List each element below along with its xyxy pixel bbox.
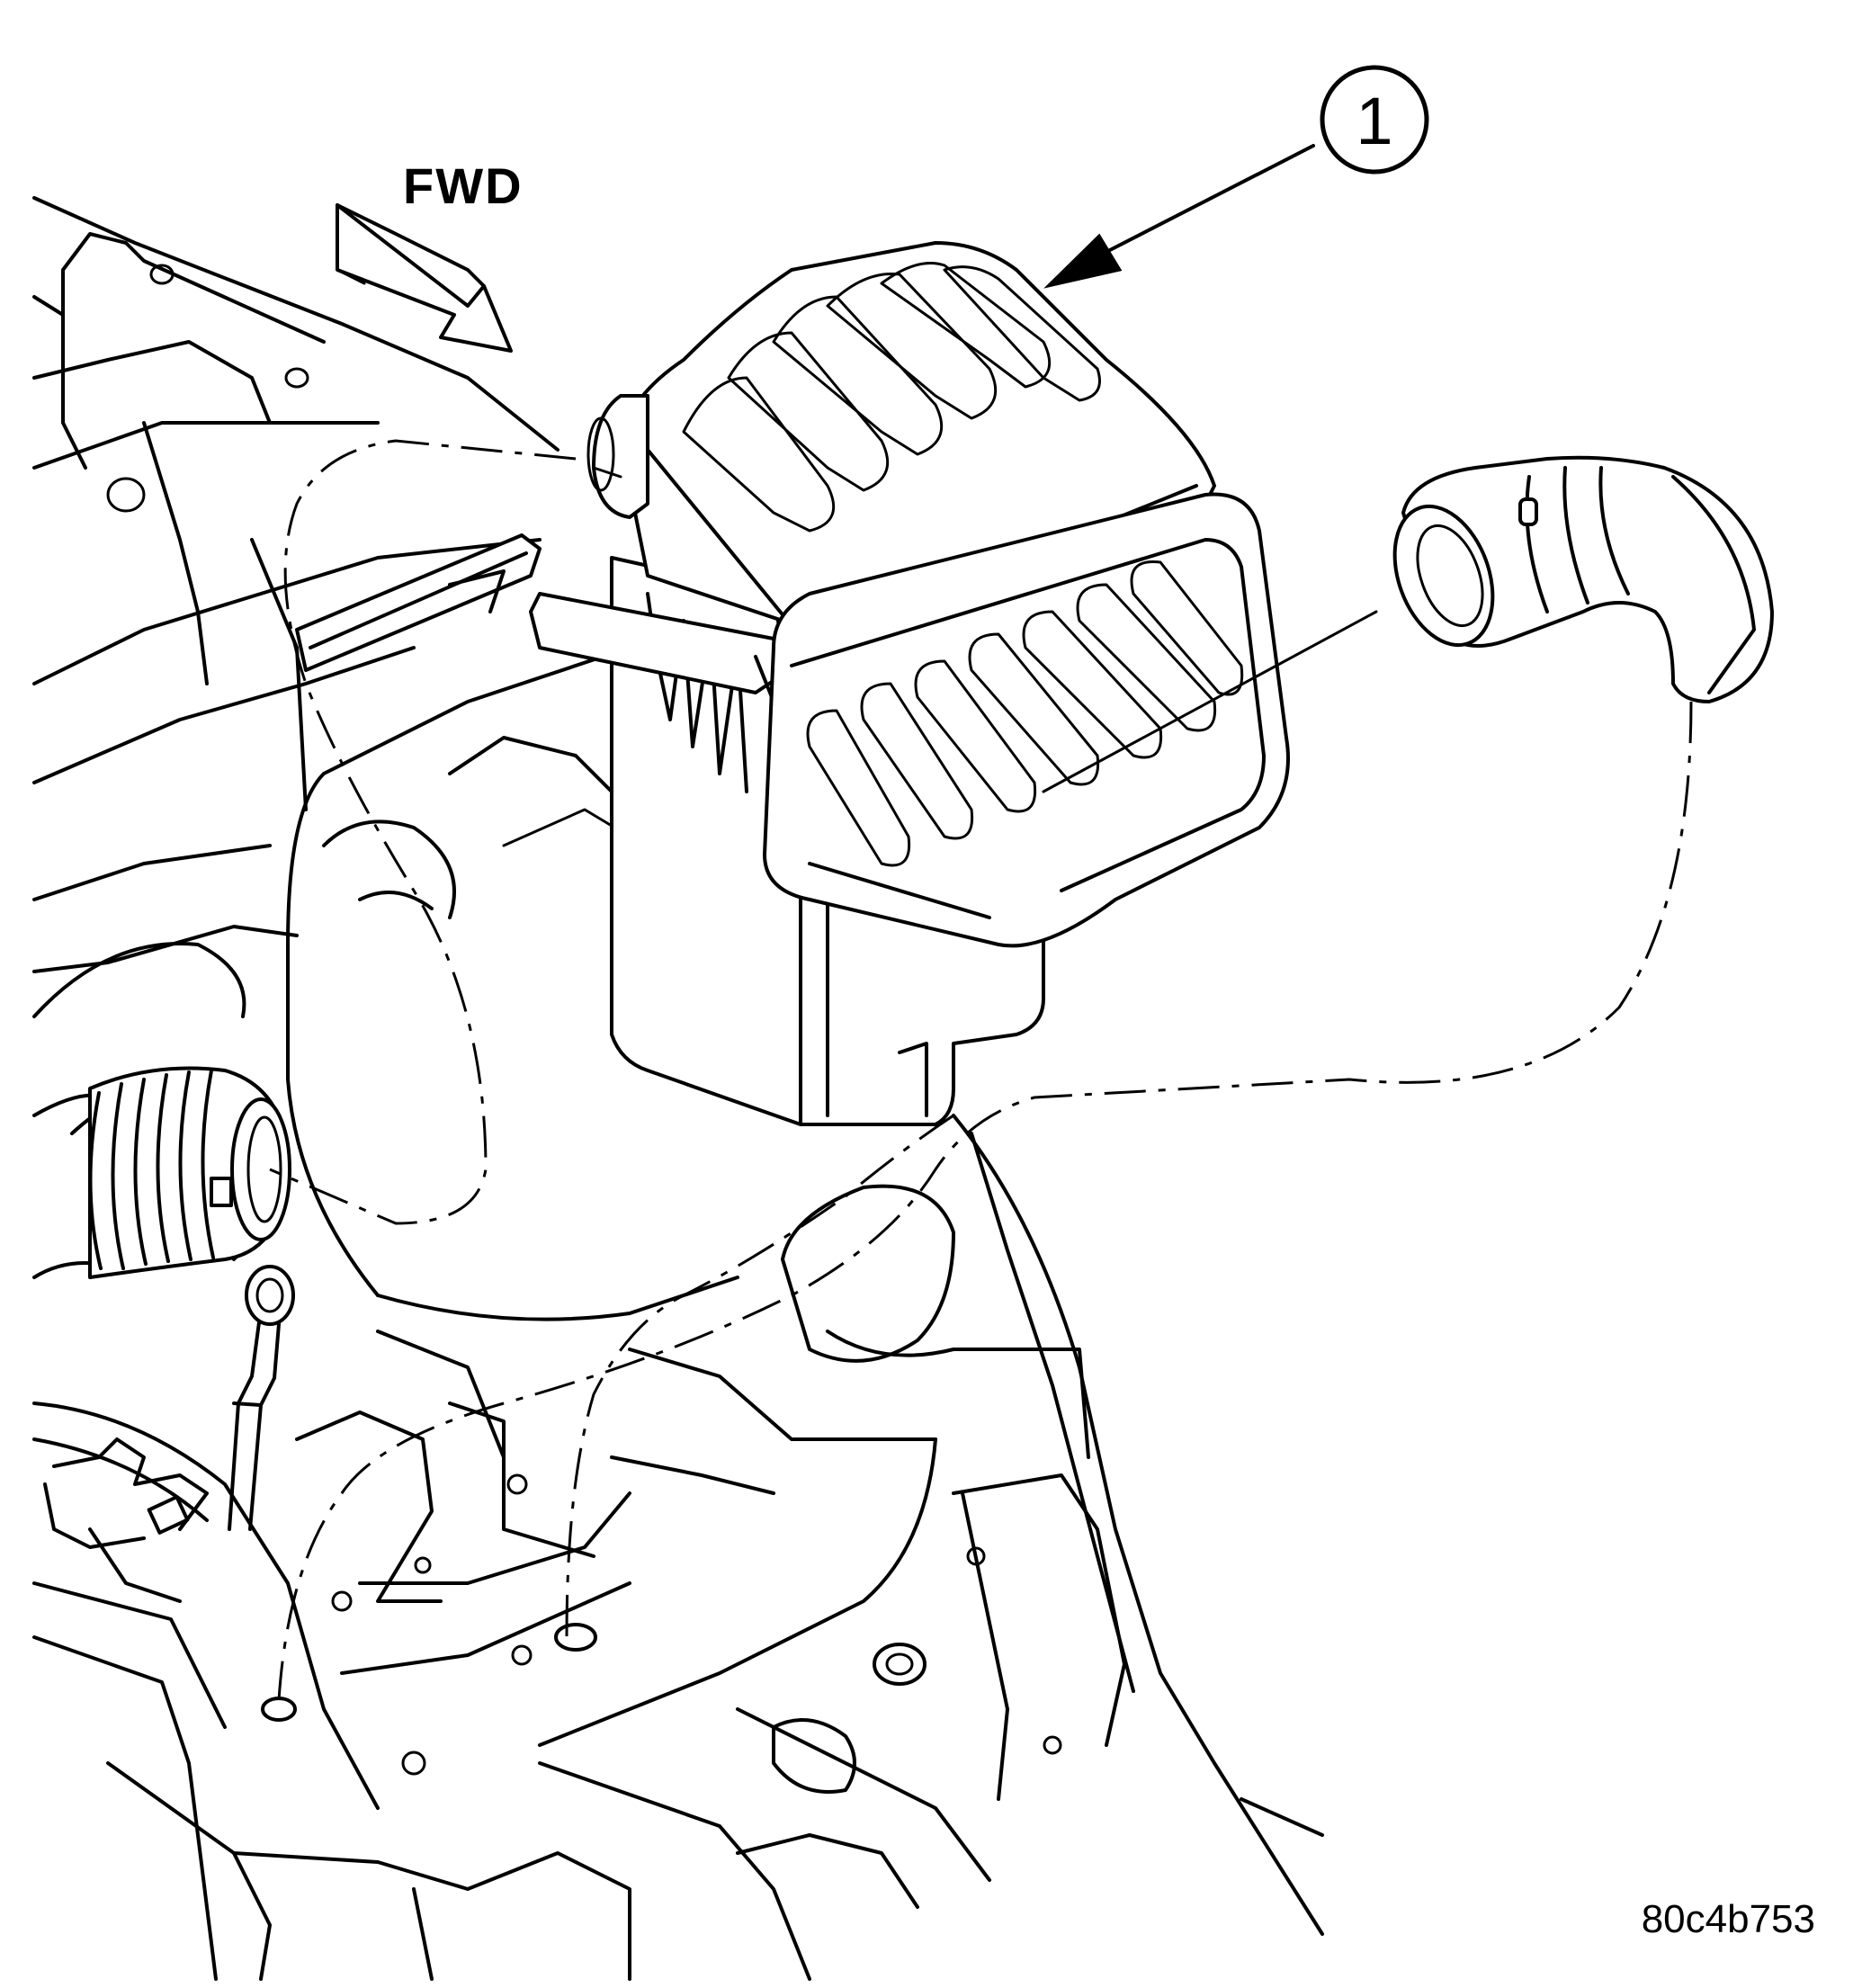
corrugated-intake-hose <box>32 1066 291 1279</box>
callout-number: 1 <box>1356 84 1392 158</box>
assembly-leader-lines <box>269 439 1693 1701</box>
air-cleaner-lid <box>763 492 1290 948</box>
cross-rail <box>295 533 542 672</box>
figure-code: 80c4b753 <box>1642 1897 1815 1941</box>
intake-manifold <box>286 646 739 1321</box>
wiring-connector <box>43 1437 209 1603</box>
lower-battery-tray <box>32 1330 927 1981</box>
callout-circle <box>1320 65 1429 175</box>
oil-dipstick <box>228 1265 295 1531</box>
fender-apron <box>106 1114 1324 1981</box>
forward-arrow-icon <box>336 203 513 353</box>
outlet-elbow-duct <box>1392 455 1774 703</box>
fwd-label: FWD <box>403 157 524 214</box>
leader-arrow-icon <box>1043 233 1123 289</box>
callout-1-leader <box>1043 144 1315 289</box>
